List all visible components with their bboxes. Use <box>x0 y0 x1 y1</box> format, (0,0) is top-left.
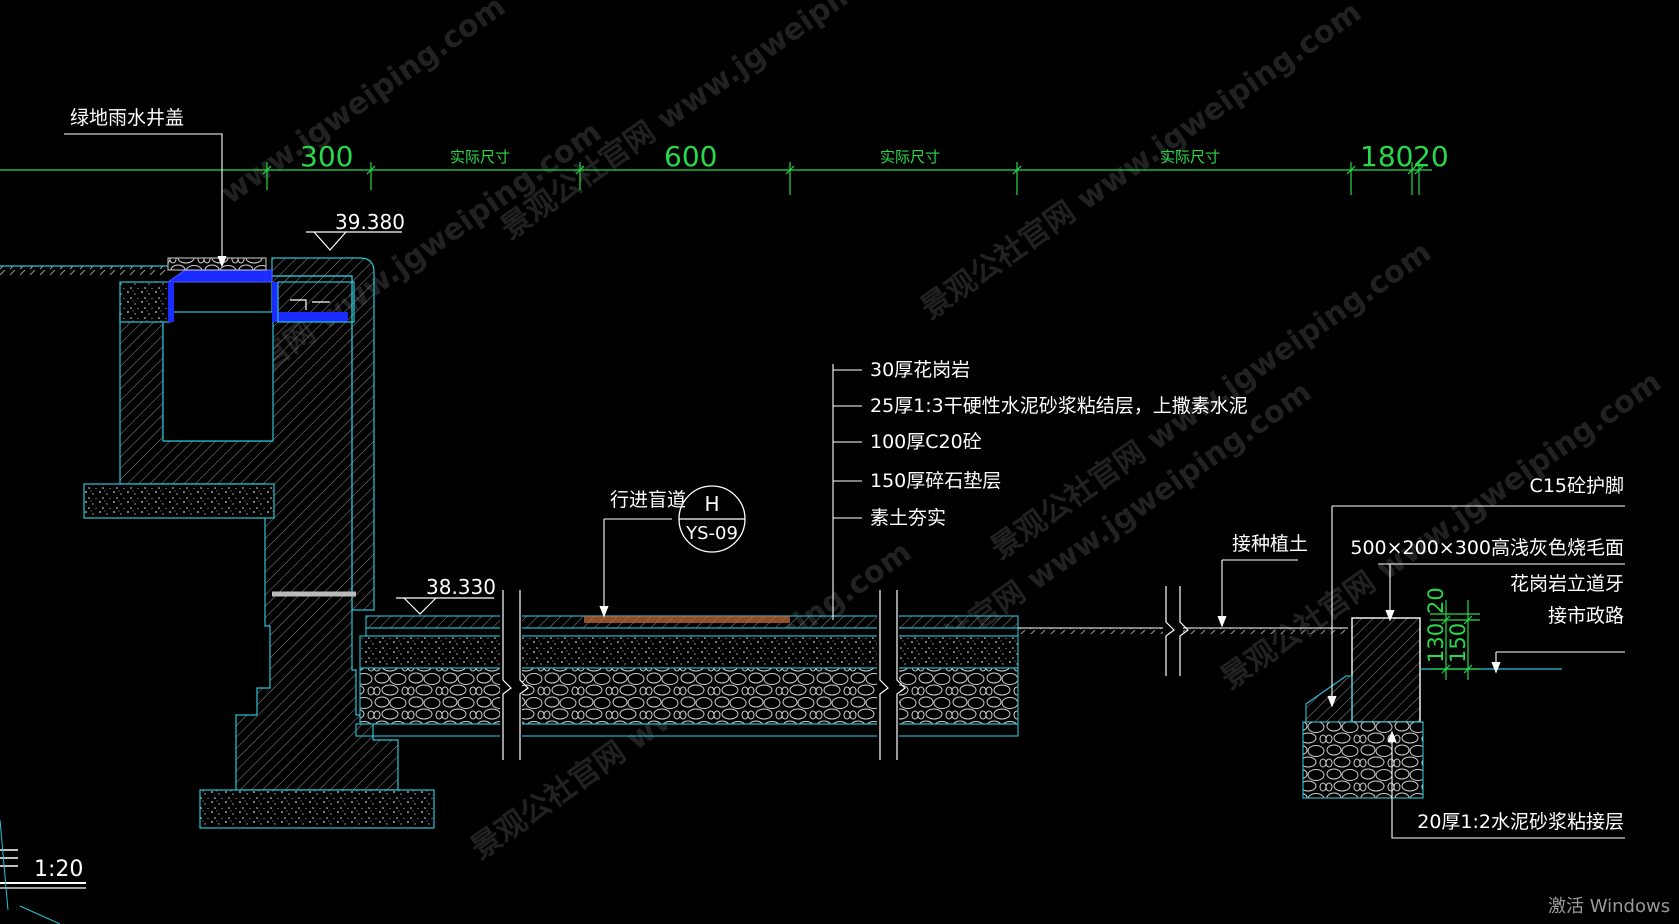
curb-dims <box>1430 600 1480 680</box>
well-chamber <box>162 311 274 442</box>
break-line <box>1165 586 1189 676</box>
break-line <box>879 590 906 760</box>
gravel-cap <box>167 257 267 271</box>
layer-4: 150厚碎石垫层 <box>870 470 1001 492</box>
label-blind-path: 行进盲道 <box>610 489 686 511</box>
dim-180: 180 <box>1360 140 1413 173</box>
activate-windows-watermark: 激活 Windows <box>1548 896 1670 917</box>
detail-letter: H <box>704 492 719 516</box>
detail-reference-bubble: H YS-09 <box>678 485 746 553</box>
granite-curb <box>1351 617 1421 723</box>
mortar-layer <box>365 627 1019 637</box>
elevation-top: 39.380 <box>306 210 405 251</box>
drain-well <box>83 257 435 829</box>
label-green-well-cover: 绿地雨水井盖 <box>70 107 184 129</box>
dim-actual-2: 实际尺寸 <box>880 148 940 166</box>
label-granite-curb: 花岗岩立道牙 <box>1510 573 1624 595</box>
label-curb-spec: 500×200×300高浅灰色烧毛面 <box>1350 537 1624 559</box>
watermark: www.jgweiping.com <box>215 0 512 212</box>
well-rim-left <box>119 281 171 323</box>
dim-actual-1: 实际尺寸 <box>450 148 510 166</box>
dim-130: 130 <box>1424 623 1448 663</box>
elevation-low: 38.330 <box>396 575 496 615</box>
curb-section: 130 20 150 <box>1018 586 1562 799</box>
label-to-road: 接市政路 <box>1548 605 1624 627</box>
pavement-section <box>355 590 1019 760</box>
dim-actual-3: 实际尺寸 <box>1160 148 1220 166</box>
label-c15-footing: C15砼护脚 <box>1530 475 1624 497</box>
top-dimension-line <box>0 162 1432 195</box>
layer-5: 素土夯实 <box>870 507 946 529</box>
layer-3: 100厚C20砼 <box>870 431 982 453</box>
drawing-title-block: 1:20 <box>0 819 86 924</box>
subgrade-layer <box>355 723 1019 737</box>
concrete-layer <box>359 635 1019 669</box>
break-line <box>502 590 529 760</box>
scale-label: 1:20 <box>34 857 83 882</box>
label-planting-soil: 接种植土 <box>1232 533 1308 555</box>
watermark: 景观公社官网 www.jgweiping.com <box>915 0 1368 327</box>
elevation-top-label: 39.380 <box>335 210 405 234</box>
dim-20-curb: 20 <box>1424 587 1448 614</box>
slab-ledge <box>83 483 275 519</box>
grate-frame <box>166 269 273 283</box>
watermark: 景观公社官网 www.jgweiping.com <box>495 0 948 247</box>
dim-600: 600 <box>664 140 717 173</box>
dim-20: 20 <box>1413 140 1449 173</box>
grate-cover <box>278 312 348 322</box>
dim-300: 300 <box>300 140 353 173</box>
detail-sheet: YS-09 <box>685 523 738 544</box>
tactile-paving <box>584 616 790 623</box>
label-mortar-bed: 20厚1:2水泥砂浆粘接层 <box>1417 811 1624 833</box>
elevation-low-label: 38.330 <box>426 575 496 599</box>
leader-lines <box>64 133 1625 839</box>
top-dimension-labels: 300 实际尺寸 600 实际尺寸 实际尺寸 180 20 <box>300 140 1449 173</box>
wall-cap <box>271 257 375 611</box>
footing <box>199 789 435 829</box>
curb-base <box>1302 721 1424 799</box>
gravel-layer <box>359 667 1019 725</box>
layer-1: 30厚花岗岩 <box>870 359 970 381</box>
left-ground <box>0 265 168 275</box>
dim-150: 150 <box>1446 623 1470 663</box>
layer-2: 25厚1:3干硬性水泥砂浆粘结层，上撒素水泥 <box>870 395 1248 417</box>
